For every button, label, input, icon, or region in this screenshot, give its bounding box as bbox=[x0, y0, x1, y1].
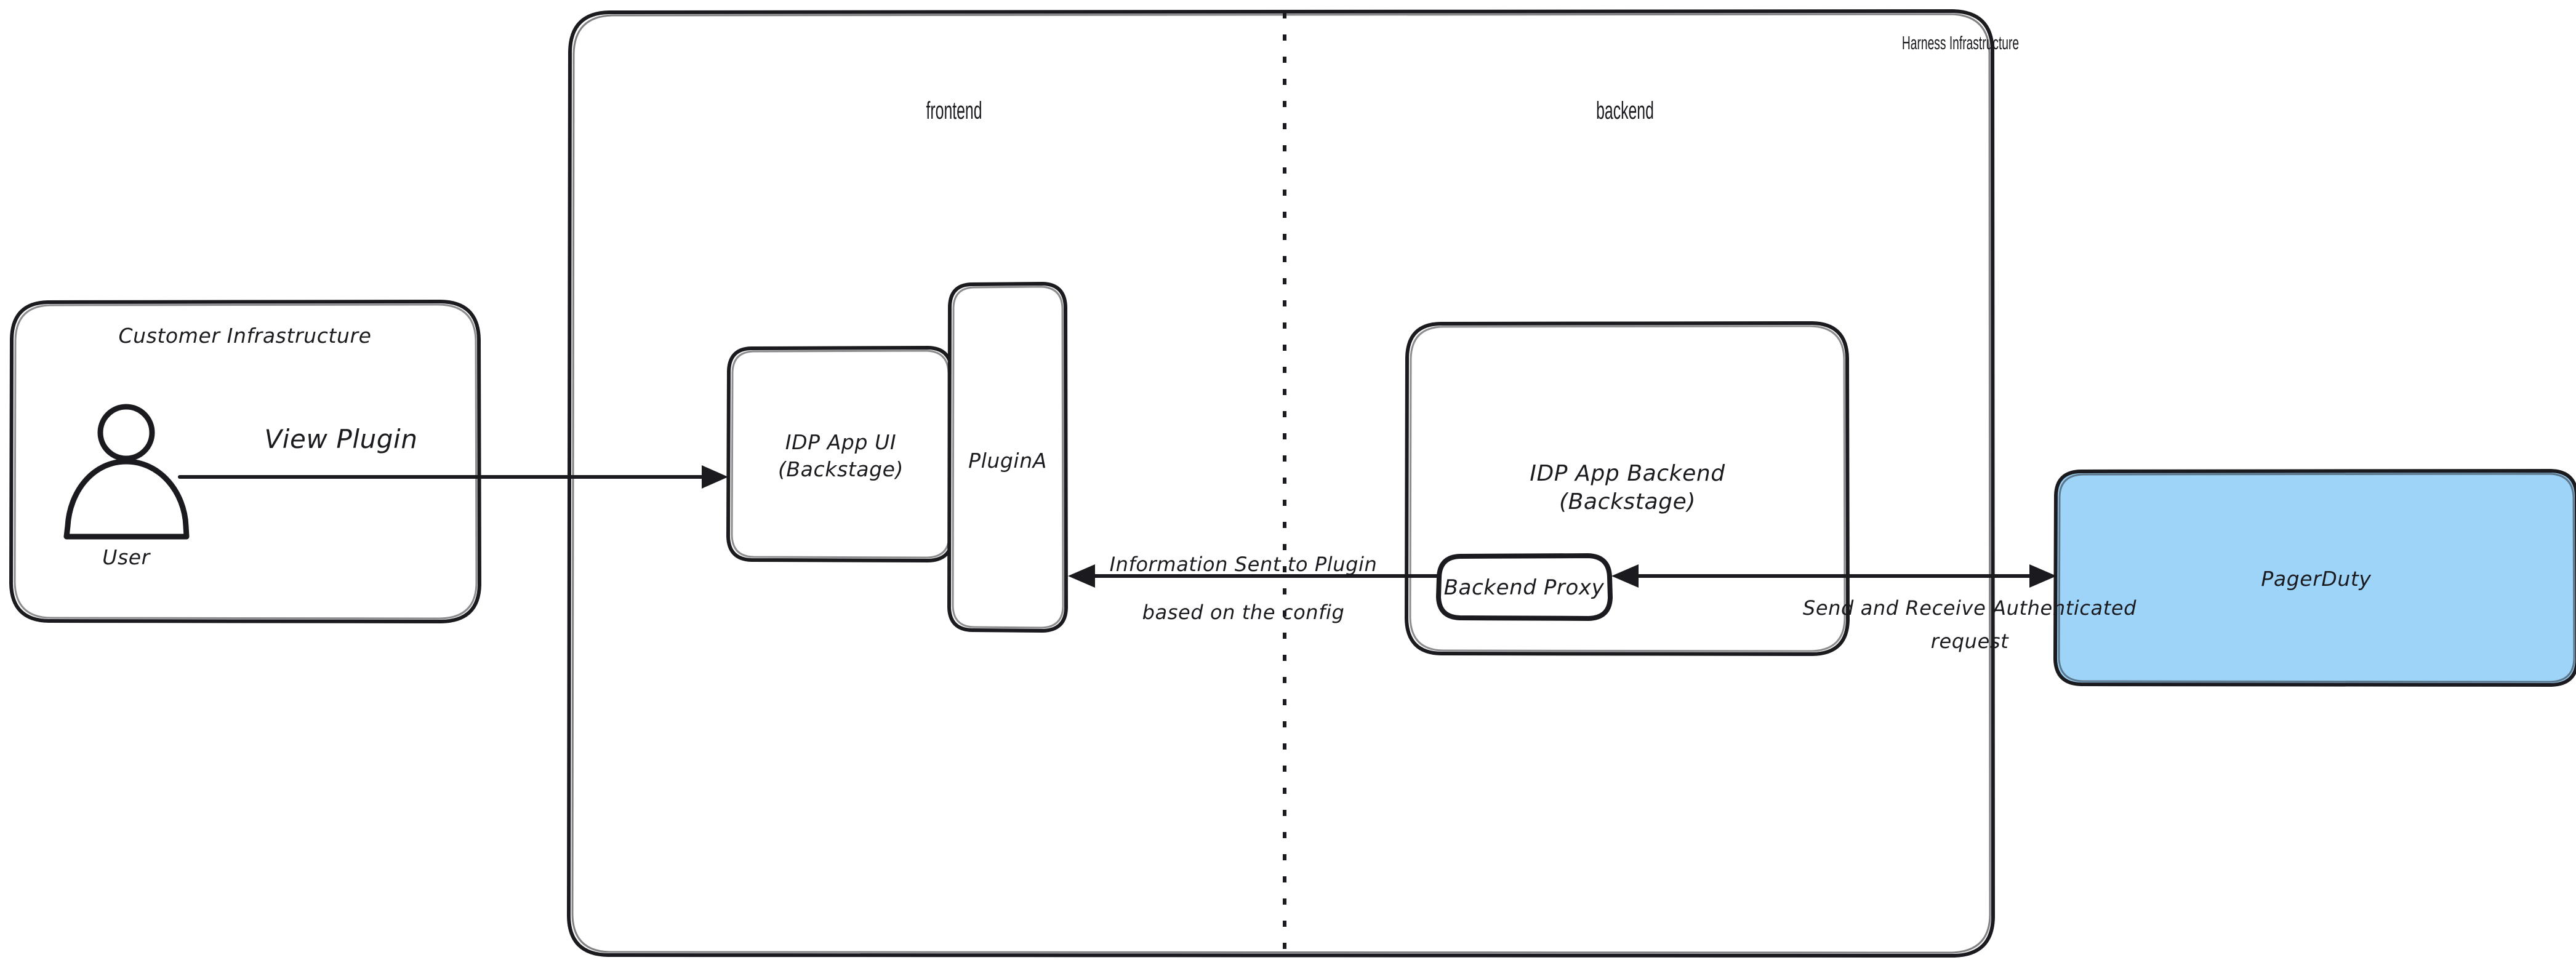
user-label: User bbox=[102, 545, 150, 569]
idp-app-ui-label-line1: IDP App UI bbox=[785, 430, 897, 454]
actor-person-icon bbox=[63, 404, 190, 540]
customer-infrastructure-label: Customer Infrastructure bbox=[118, 324, 372, 348]
node-backend-proxy[interactable] bbox=[1436, 553, 1613, 621]
edge-backend-proxy-to-plugin bbox=[1068, 564, 1440, 588]
zone-label-frontend: frontend bbox=[926, 97, 982, 124]
edge-label-authenticated-line1: Send and Receive Authenticated bbox=[1802, 596, 2137, 620]
idp-app-backend-label-line1: IDP App Backend bbox=[1530, 461, 1725, 486]
node-plugin-a[interactable] bbox=[947, 282, 1068, 633]
edge-label-info-sent-line2: based on the config bbox=[1142, 601, 1345, 624]
plugin-a-label: PluginA bbox=[968, 449, 1047, 473]
idp-app-ui-label-line2: (Backstage) bbox=[777, 457, 904, 481]
edge-label-info-sent-line1: Information Sent to Plugin bbox=[1109, 553, 1378, 576]
idp-app-backend-label-line2: (Backstage) bbox=[1559, 489, 1696, 514]
edge-label-view-plugin: View Plugin bbox=[264, 424, 418, 454]
zone-label-backend: backend bbox=[1596, 97, 1654, 124]
customer-infrastructure-container[interactable] bbox=[9, 300, 481, 623]
edge-user-to-idp-app-ui bbox=[178, 465, 728, 489]
edge-label-authenticated-line2: request bbox=[1930, 630, 2009, 653]
harness-infrastructure-container[interactable] bbox=[567, 9, 1995, 958]
backend-proxy-label: Backend Proxy bbox=[1443, 575, 1605, 600]
edge-backend-proxy-to-pagerduty bbox=[1611, 564, 2056, 588]
pagerduty-label: PagerDuty bbox=[2261, 567, 2372, 591]
node-pagerduty[interactable] bbox=[2053, 469, 2576, 687]
harness-infrastructure-label: Harness Infrastructure bbox=[1901, 32, 2020, 54]
